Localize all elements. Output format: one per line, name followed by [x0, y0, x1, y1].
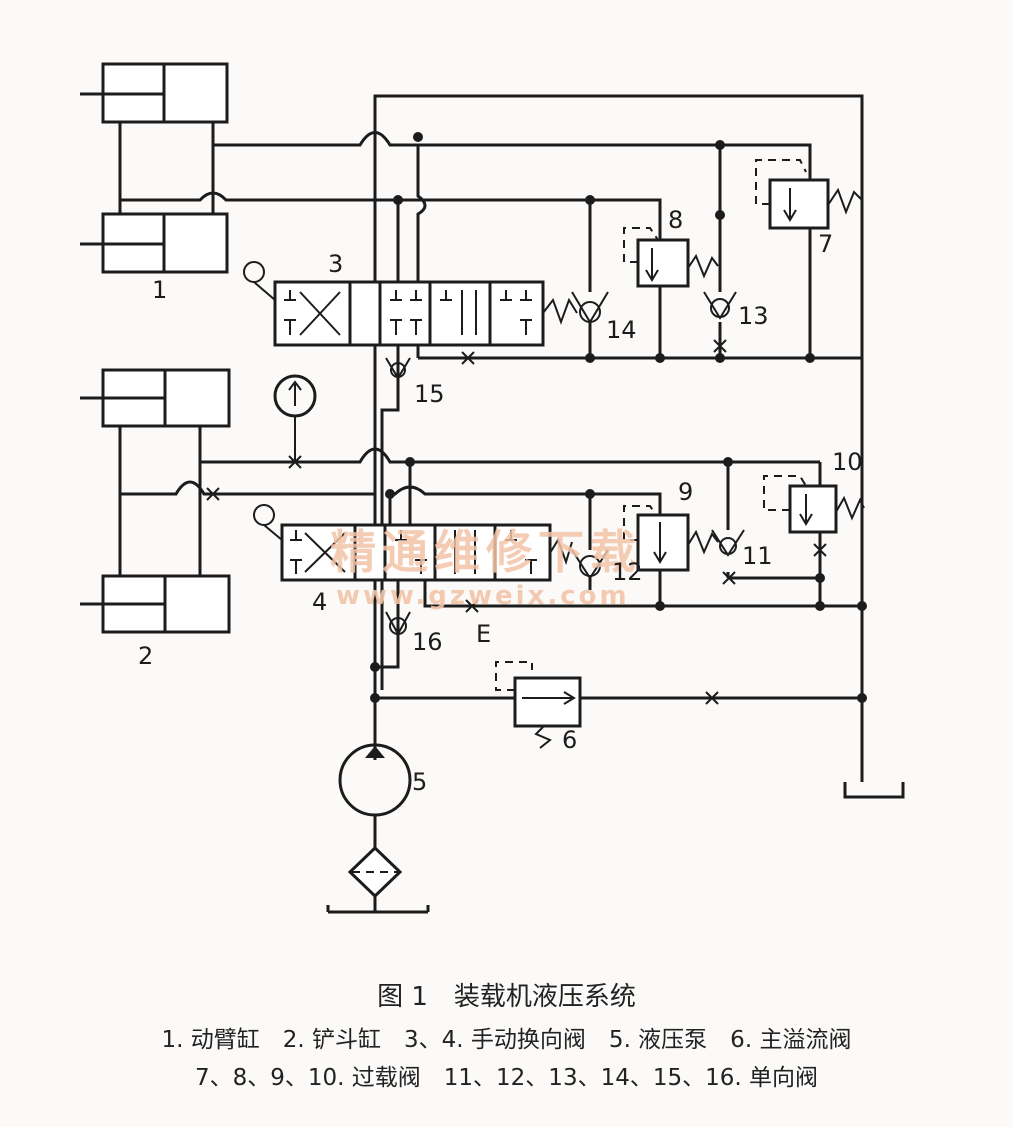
directional-valve-4 — [253, 504, 573, 582]
boom-cylinder-lower — [80, 212, 229, 274]
figure-caption-title: 图 1 装载机液压系统 — [377, 982, 636, 1012]
label-12: 12 — [612, 558, 643, 586]
check-valve-11 — [711, 529, 745, 557]
label-15: 15 — [414, 380, 445, 408]
hydraulic-diagram: 精通维修下载 www.gzweix.com 1 2 3 4 5 6 7 8 9 … — [80, 62, 905, 914]
main-relief-valve-6 — [495, 661, 582, 749]
label-4: 4 — [312, 588, 327, 616]
label-3: 3 — [328, 250, 343, 278]
directional-valve-3 — [243, 261, 578, 347]
label-9: 9 — [678, 478, 693, 506]
boom-cylinder-upper — [80, 62, 229, 124]
check-valve-12 — [571, 549, 609, 580]
check-valve-14 — [571, 291, 609, 324]
label-13: 13 — [738, 302, 769, 330]
label-16: 16 — [412, 628, 443, 656]
junction-dots — [370, 132, 867, 703]
label-5: 5 — [412, 768, 427, 796]
label-10: 10 — [832, 448, 863, 476]
label-14: 14 — [606, 316, 637, 344]
pressure-gauge — [273, 374, 317, 462]
cross-marks — [206, 339, 827, 705]
watermark-cn: 精通维修下载 — [330, 525, 642, 579]
label-1: 1 — [152, 276, 167, 304]
check-valve-16 — [385, 611, 411, 637]
figure-legend-line-2: 7、8、9、10. 过载阀 11、12、13、14、15、16. 单向阀 — [194, 1065, 818, 1091]
label-e: E — [476, 620, 491, 648]
hydraulic-pump-5 — [338, 743, 412, 848]
overload-valve-8 — [623, 227, 719, 288]
check-valve-13 — [703, 291, 737, 320]
label-7: 7 — [818, 230, 833, 258]
watermark-url: www.gzweix.com — [336, 581, 630, 611]
label-8: 8 — [668, 206, 683, 234]
figure-legend-line-1: 1. 动臂缸 2. 铲斗缸 3、4. 手动换向阀 5. 液压泵 6. 主溢流阀 — [161, 1027, 852, 1053]
bucket-cylinder-lower — [80, 574, 231, 634]
overload-valve-10 — [763, 475, 865, 534]
label-11: 11 — [742, 542, 773, 570]
label-2: 2 — [138, 642, 153, 670]
filter — [347, 845, 403, 912]
check-valve-15 — [385, 357, 411, 380]
label-6: 6 — [562, 726, 577, 754]
bucket-cylinder-upper — [80, 368, 231, 428]
tank — [326, 905, 430, 914]
overload-valve-7 — [755, 159, 863, 230]
overload-valve-9 — [623, 505, 719, 572]
